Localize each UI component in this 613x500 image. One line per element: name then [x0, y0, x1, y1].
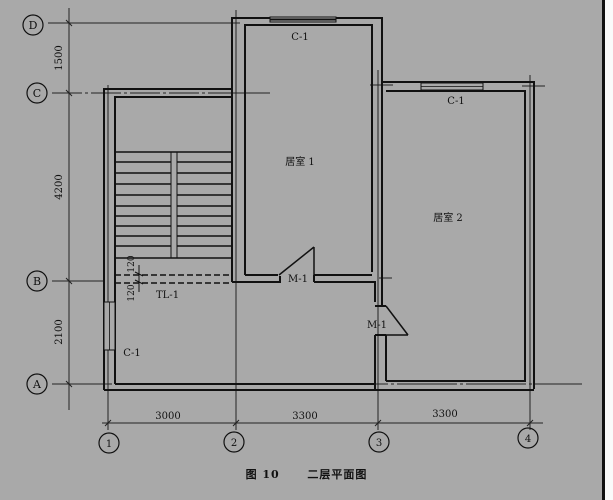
- axis-lines: [48, 10, 582, 430]
- svg-text:3: 3: [376, 438, 382, 449]
- wall-stair-outer: [103, 88, 232, 390]
- beam-dim-arrows: [134, 265, 144, 292]
- wall-bedroom1-inner: [244, 24, 373, 275]
- dim-B-A: 2100: [54, 319, 65, 344]
- axis-bubble-1: 1: [98, 432, 120, 454]
- door-label-bedroom1: M-1: [288, 274, 308, 285]
- dim-C-B: 4200: [54, 174, 65, 199]
- window-label-bedroom1: C-1: [291, 32, 308, 43]
- svg-text:B: B: [33, 275, 41, 288]
- svg-text:A: A: [32, 378, 42, 391]
- dim-D-C: 1500: [54, 45, 65, 70]
- svg-text:C: C: [33, 87, 41, 100]
- axis-bubble-3: 3: [368, 431, 390, 453]
- walls: [103, 17, 535, 391]
- svg-text:4: 4: [525, 434, 531, 445]
- svg-text:2: 2: [231, 438, 237, 449]
- axis-bubble-2: 2: [223, 431, 245, 453]
- horizontal-dimension-chain: [102, 419, 543, 427]
- dim-3-4: 3300: [432, 409, 457, 420]
- figure-number: 图 10: [245, 468, 280, 481]
- beam-dim-bottom: 120: [127, 284, 137, 301]
- window-stair-west: [103, 301, 116, 351]
- axis-bubble-D: D: [22, 14, 44, 36]
- svg-text:1: 1: [106, 439, 112, 450]
- stair-beam-label: TL-1: [156, 290, 179, 301]
- axis-bubble-A: A: [26, 373, 48, 395]
- door-bedroom2: [375, 305, 409, 336]
- window-label-bedroom2: C-1: [447, 96, 464, 107]
- room-label-bedroom2: 居室 2: [433, 211, 463, 224]
- axis-bubble-C: C: [26, 82, 48, 104]
- vertical-dimension-chain: [65, 8, 73, 410]
- window-label-stair: C-1: [123, 348, 140, 359]
- axis-bubble-4: 4: [517, 427, 539, 449]
- room-label-bedroom1: 居室 1: [285, 155, 315, 168]
- dim-2-3: 3300: [292, 411, 317, 422]
- figure-caption: 图 10 二层平面图: [0, 466, 613, 482]
- beam-dim-top: 120: [127, 255, 137, 272]
- window-bedroom1-north: [269, 16, 337, 23]
- wall-bedroom2-inner: [386, 90, 526, 382]
- figure-title: 二层平面图: [307, 468, 368, 481]
- stair: [115, 151, 232, 259]
- page-edge-line: [602, 0, 605, 500]
- wall-bedroom1-south-right-outer: [314, 281, 376, 302]
- wall-stair-inner: [114, 96, 232, 384]
- dim-1-2: 3000: [155, 411, 180, 422]
- axis-bubble-B: B: [26, 270, 48, 292]
- svg-text:D: D: [29, 19, 38, 32]
- page-edge-margin: [605, 0, 613, 500]
- wall-bedroom2-outer: [382, 81, 535, 389]
- door-bedroom1: [278, 246, 315, 276]
- wall-bedroom1-outer: [231, 17, 383, 97]
- window-bedroom2-north: [420, 82, 484, 91]
- wall-bedroom1-south-left-outer: [232, 276, 281, 283]
- stair-beam-TL1: [115, 274, 232, 284]
- door-label-bedroom2: M-1: [367, 320, 387, 331]
